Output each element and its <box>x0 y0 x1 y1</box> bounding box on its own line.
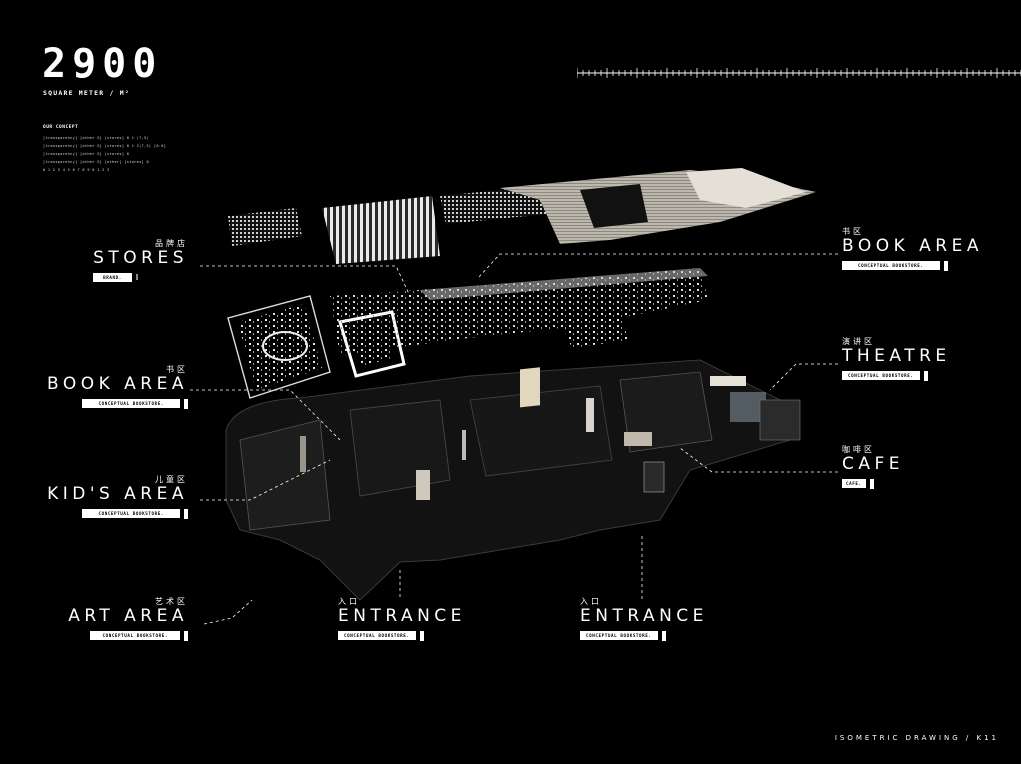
tag-bar <box>661 630 666 641</box>
label-tag: CONCEPTUAL BOOKSTORE. <box>82 509 180 519</box>
label-tag: CAFE. <box>842 479 866 489</box>
scale-ruler <box>577 68 1021 78</box>
label-cn: 咖啡区 <box>842 445 875 454</box>
ceiling-layer <box>228 168 816 264</box>
label-tag: CONCEPTUAL BOOKSTORE. <box>338 631 416 641</box>
area-number: 2900 <box>42 41 163 87</box>
leader-lines <box>190 253 838 625</box>
label-en: THEATRE <box>842 346 951 366</box>
label-cn: 儿童区 <box>155 475 188 484</box>
unit-label: SQUARE METER / M² <box>43 89 130 97</box>
tag-bar <box>943 260 948 271</box>
label-tag: CONCEPTUAL BOOKSTORE. <box>90 631 180 641</box>
label-book-area-left: 书区 BOOK AREA CONCEPTUAL BOOKSTORE. <box>47 364 188 409</box>
furniture-layer <box>227 268 708 399</box>
concept-line: [transparency] [other G] [other] [stores… <box>43 160 149 164</box>
label-en: ENTRANCE <box>338 606 466 626</box>
concept-line: [transparency] [other G] [stores] 0 <box>43 152 130 156</box>
label-en: STORES <box>93 248 188 268</box>
tag-bar <box>923 370 928 381</box>
label-cn: 演讲区 <box>842 337 875 346</box>
floor-layer <box>225 359 801 601</box>
label-en: KID'S AREA <box>47 484 188 504</box>
label-cn: 入口 <box>580 597 602 606</box>
tag-bar <box>419 630 424 641</box>
tag-bar <box>869 478 874 489</box>
label-en: ENTRANCE <box>580 606 708 626</box>
tag-bar <box>135 274 138 281</box>
label-en: BOOK AREA <box>842 236 983 256</box>
label-cn: 品牌店 <box>155 239 188 248</box>
label-cn: 艺术区 <box>155 597 188 606</box>
label-art-area: 艺术区 ART AREA CONCEPTUAL BOOKSTORE. <box>68 596 188 641</box>
label-tag: CONCEPTUAL BOOKSTORE. <box>82 399 180 409</box>
label-theatre: 演讲区 THEATRE CONCEPTUAL BOOKSTORE. <box>842 336 951 381</box>
label-tag: BRAND. <box>93 272 132 282</box>
concept-line: [transparency] [other G] [stores] 0 1 (?… <box>43 136 149 140</box>
label-entrance-2: 入口 ENTRANCE CONCEPTUAL BOOKSTORE. <box>580 596 708 641</box>
label-tag: CONCEPTUAL BOOKSTORE. <box>842 371 920 381</box>
label-stores: 品牌店 STORES BRAND. <box>93 238 188 282</box>
tag-bar <box>184 630 188 641</box>
concept-title: OUR CONCEPT <box>43 125 79 130</box>
tag-bar <box>184 398 188 409</box>
label-cn: 书区 <box>842 227 864 236</box>
label-cn: 书区 <box>166 365 188 374</box>
concept-line: [transparency] [other G] [stores] 0 1 2(… <box>43 144 167 148</box>
label-kids-area: 儿童区 KID'S AREA CONCEPTUAL BOOKSTORE. <box>47 474 188 519</box>
drawing-caption: ISOMETRIC DRAWING / K11 <box>834 734 999 742</box>
label-cafe: 咖啡区 CAFE CAFE. <box>842 444 904 489</box>
label-book-area-right: 书区 BOOK AREA CONCEPTUAL BOOKSTORE. <box>842 226 983 271</box>
label-tag: CONCEPTUAL BOOKSTORE. <box>580 631 658 641</box>
label-en: CAFE <box>842 454 905 474</box>
tag-bar <box>184 508 188 519</box>
label-en: ART AREA <box>68 606 188 626</box>
label-tag: CONCEPTUAL BOOKSTORE. <box>842 261 940 271</box>
label-cn: 入口 <box>338 597 360 606</box>
label-entrance-1: 入口 ENTRANCE CONCEPTUAL BOOKSTORE. <box>338 596 466 641</box>
label-en: BOOK AREA <box>47 374 188 394</box>
concept-line: 0 1 2 3 4 5 6 7 8 9 0 1 2 3 <box>43 168 110 172</box>
